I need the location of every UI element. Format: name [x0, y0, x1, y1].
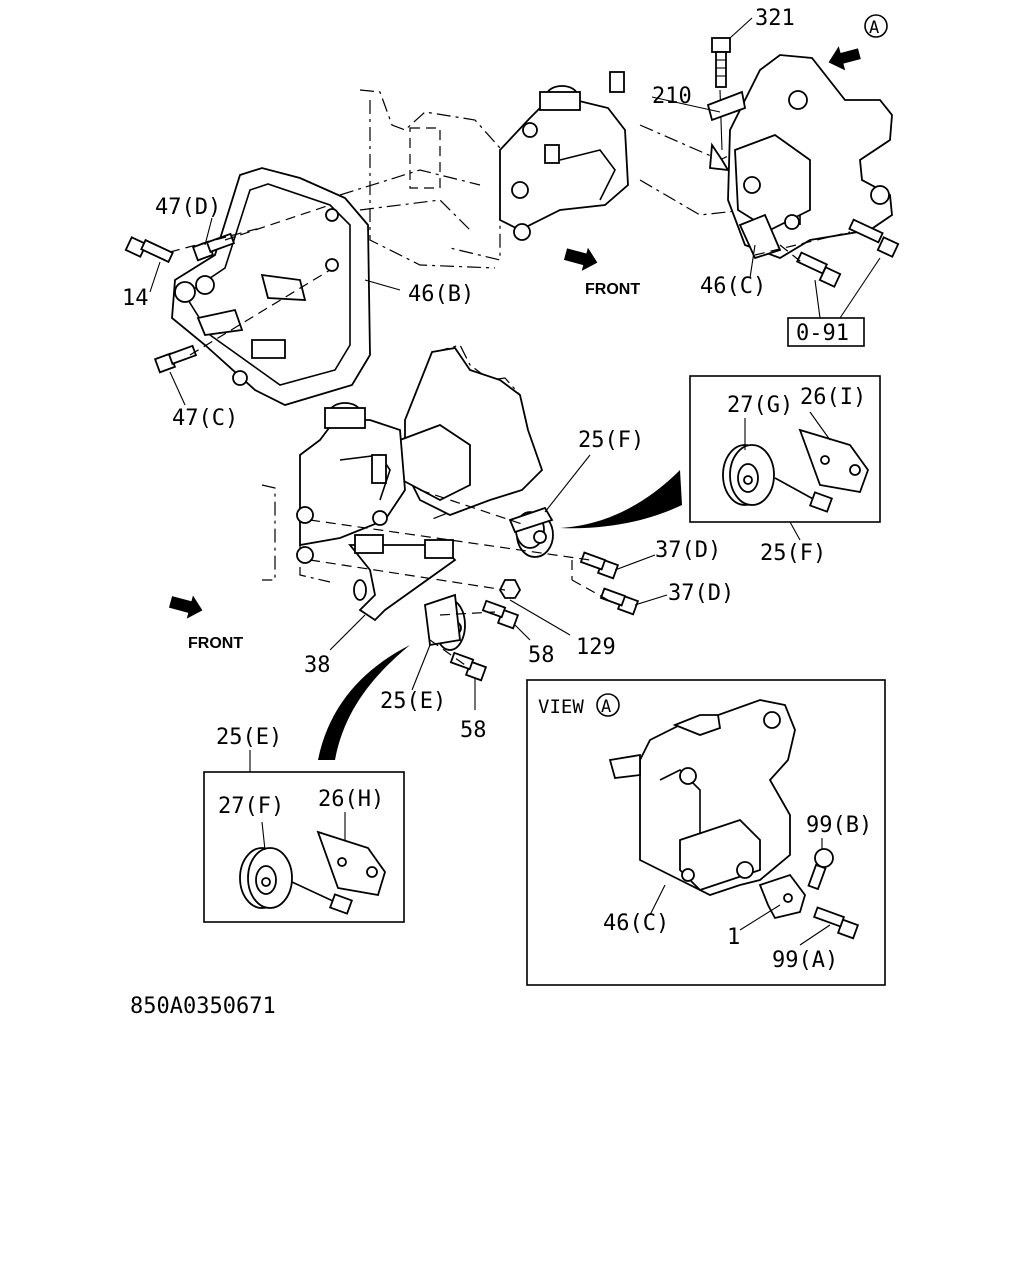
callout-37d-upper: 37(D)	[655, 538, 721, 563]
view-a-arrow	[828, 46, 861, 71]
bolt-14	[124, 236, 174, 264]
pulley-25f-installed	[508, 506, 554, 558]
callout-99a: 99(A)	[772, 948, 838, 973]
top-dashed-leaders	[169, 204, 851, 356]
callout-47d: 47(D)	[155, 195, 221, 220]
box-0-91	[787, 317, 865, 347]
view-a-box	[526, 679, 886, 986]
bracket-46c-view	[608, 699, 796, 896]
callout-25e: 25(E)	[380, 689, 446, 714]
nut-129	[498, 579, 522, 599]
view-ref: A	[601, 697, 611, 717]
bracket-1	[758, 873, 806, 920]
plate-26i	[798, 428, 870, 494]
bolt-25f-detail	[774, 477, 834, 513]
callout-99b: 99(B)	[806, 813, 872, 838]
callout-25e-box: 25(E)	[216, 725, 282, 750]
plate-26h	[316, 830, 386, 897]
callout-a-marker: A	[869, 18, 879, 38]
front-label-top: FRONT	[585, 281, 640, 298]
pulley-27f	[239, 847, 293, 909]
pulley-25e-installed	[424, 593, 466, 651]
bolt-321	[711, 37, 731, 151]
injection-pump-top	[499, 71, 629, 241]
callout-58-upper: 58	[528, 643, 555, 668]
callout-38: 38	[304, 653, 331, 678]
bolt-47d	[191, 232, 236, 262]
view-a-marker-circle	[864, 14, 888, 38]
front-arrow-middle	[168, 595, 203, 619]
view-ref-circle	[596, 693, 620, 717]
diagram-id: 850A0350671	[130, 994, 276, 1019]
detail-box-25e	[203, 771, 405, 923]
swoosh-to-25f-box	[560, 470, 682, 529]
callout-129: 129	[576, 635, 616, 660]
bracket-38	[348, 534, 457, 622]
callout-46c-view: 46(C)	[603, 911, 669, 936]
callout-27g: 27(G)	[727, 393, 793, 418]
bracket-210	[706, 90, 747, 172]
bolt-99a	[812, 906, 860, 940]
front-arrow-top	[563, 247, 598, 271]
bracket-46c-middle	[399, 347, 544, 516]
callout-25f: 25(F)	[578, 428, 644, 453]
bolt-58-upper	[481, 599, 520, 630]
front-label-middle: FRONT	[188, 635, 243, 652]
bolt-58-lower	[449, 651, 488, 682]
bracket-46b	[171, 167, 371, 406]
swoosh-to-25e-box	[318, 645, 410, 760]
bracket-46c-top	[727, 54, 893, 260]
callout-26i: 26(I)	[800, 385, 866, 410]
callout-37d-lower: 37(D)	[668, 581, 734, 606]
bolts-0-91	[796, 218, 900, 288]
bolt-37d-upper	[579, 551, 620, 580]
detail-box-25f	[689, 375, 881, 523]
bolt-37d-lower	[599, 587, 640, 616]
callout-46b: 46(B)	[408, 282, 474, 307]
bolt-25e-detail	[291, 881, 354, 915]
middle-dashed-leaders	[309, 489, 609, 666]
callout-1: 1	[727, 925, 740, 950]
view-label: VIEW	[538, 696, 584, 718]
injection-pump-middle	[296, 402, 406, 564]
bolt-99b	[807, 848, 834, 891]
pulley-27g	[722, 444, 775, 506]
callout-47c: 47(C)	[172, 406, 238, 431]
callout-321: 321	[755, 6, 795, 31]
top-engine-block-outline	[339, 89, 746, 269]
leader-lines	[149, 17, 881, 946]
callout-26h: 26(H)	[318, 787, 384, 812]
callout-210: 210	[652, 84, 692, 109]
callout-27f: 27(F)	[218, 794, 284, 819]
callout-46c-top: 46(C)	[700, 274, 766, 299]
callout-0-91: 0-91	[796, 321, 849, 346]
callout-58-lower: 58	[460, 718, 487, 743]
callout-25f-box: 25(F)	[760, 541, 826, 566]
callout-14: 14	[122, 286, 149, 311]
bolt-47c	[153, 344, 198, 374]
